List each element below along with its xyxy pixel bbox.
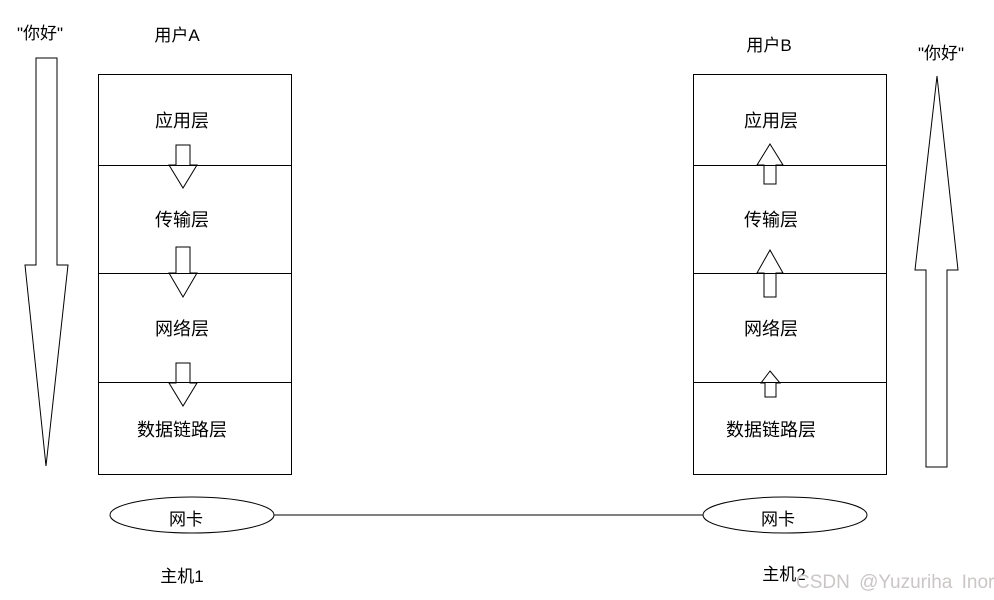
layer-network: 网络层 bbox=[99, 274, 291, 384]
layer-datalink: 数据链路层 bbox=[137, 419, 227, 440]
long-up-arrow-icon bbox=[914, 75, 959, 468]
user-a-label: 用户A bbox=[154, 26, 200, 45]
protocol-stack-right: 应用层 传输层 网络层 数据链路层 bbox=[693, 74, 887, 475]
nic-label-right: 网卡 bbox=[761, 510, 795, 529]
host-1-label: 主机1 bbox=[160, 567, 204, 586]
nic-label-left: 网卡 bbox=[169, 510, 203, 529]
layer-application: 应用层 bbox=[694, 75, 886, 166]
layer-network: 网络层 bbox=[694, 274, 886, 384]
long-down-arrow-icon bbox=[24, 57, 69, 467]
layer-application: 应用层 bbox=[99, 75, 291, 166]
protocol-stack-left: 应用层 传输层 网络层 数据链路层 bbox=[98, 74, 292, 475]
host-2-label: 主机2 bbox=[762, 565, 806, 584]
layer-datalink: 数据链路层 bbox=[726, 419, 816, 440]
layer-transport: 传输层 bbox=[99, 166, 291, 274]
csdn-watermark: CSDN @Yuzuriha Inori bbox=[796, 572, 994, 593]
message-text-right: "你好" bbox=[917, 44, 965, 63]
user-b-label: 用户B bbox=[746, 36, 792, 55]
layer-transport: 传输层 bbox=[694, 166, 886, 274]
message-text-left: "你好" bbox=[16, 24, 64, 43]
